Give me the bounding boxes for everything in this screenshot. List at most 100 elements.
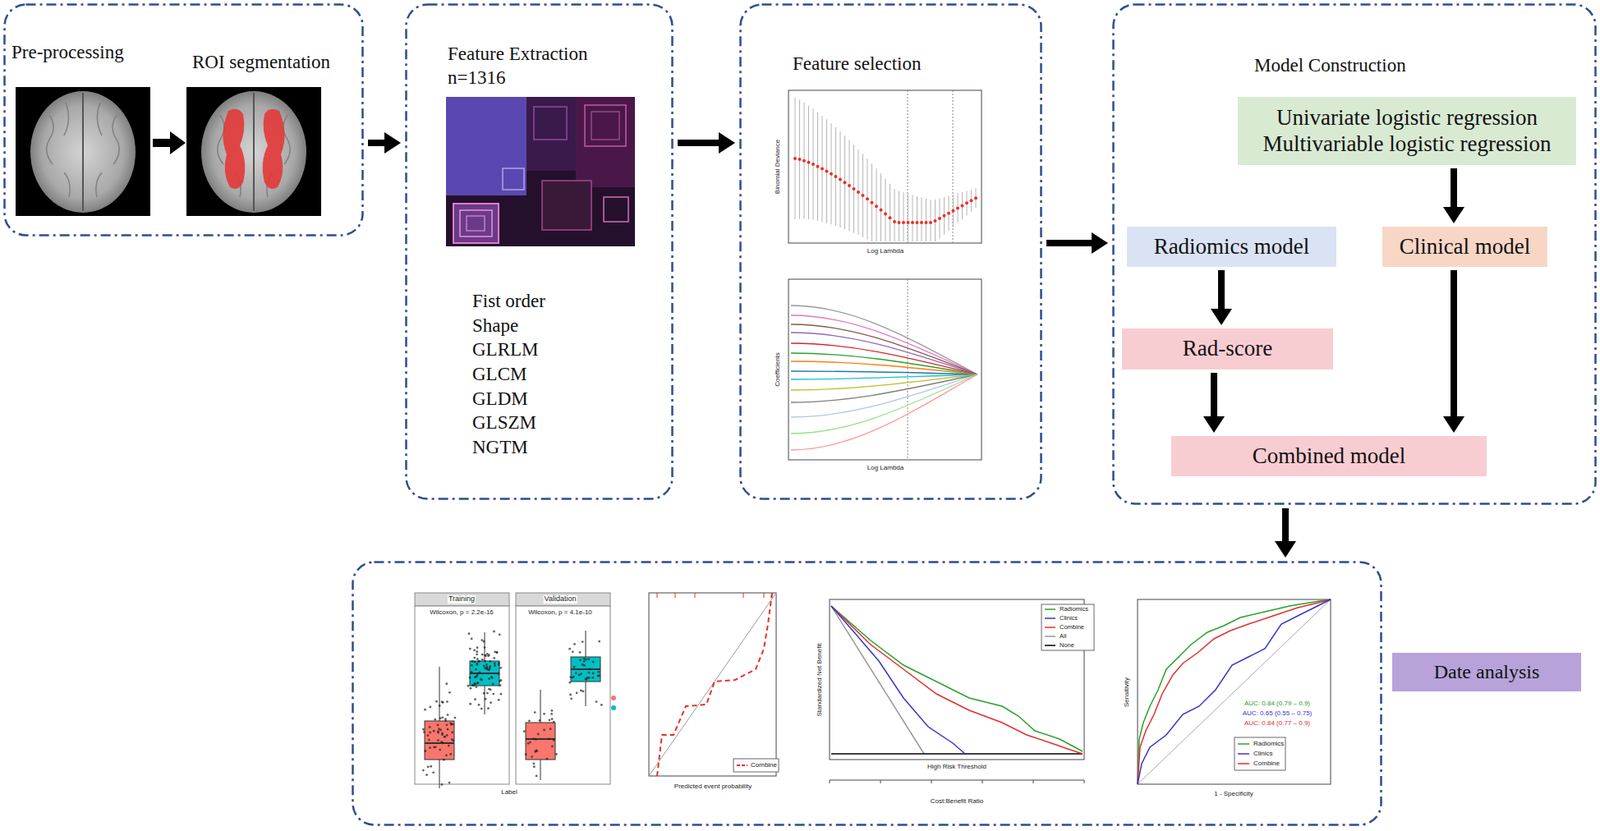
jitter-point — [468, 648, 472, 651]
calibration-plot-part — [657, 593, 773, 598]
jitter-point — [473, 657, 476, 660]
jitter-point — [436, 731, 440, 735]
jitter-point — [423, 708, 427, 712]
arrow-head — [1274, 541, 1297, 558]
lasso-coefficient-plot-part — [907, 279, 909, 460]
axis-title: Cost:Benefit Ratio — [929, 798, 984, 806]
box-label: Clinical model — [1399, 234, 1532, 260]
dashed-frame — [3, 3, 364, 237]
deviance-point — [861, 193, 865, 198]
legend-label: Combine — [1058, 624, 1086, 631]
jitter-point — [436, 739, 440, 742]
error-bar — [885, 178, 887, 242]
brain-scan-part — [82, 92, 84, 212]
box-label: Multivariable logistic regression — [1263, 131, 1552, 157]
deviance-point — [865, 197, 869, 201]
brain-scan-part — [46, 102, 120, 198]
deviance-point — [798, 157, 802, 161]
error-bar — [894, 188, 896, 242]
panel-text: ROI segmentation — [192, 50, 331, 75]
box-label: Radiomics model — [1154, 234, 1311, 260]
box-plot-part — [611, 705, 617, 711]
jitter-point — [475, 652, 479, 656]
panel-frame: Pre-processingROI segmentation — [3, 3, 364, 237]
calibration-plot — [648, 593, 779, 777]
jitter-point — [488, 666, 492, 670]
chart-text: AUC: 0.65 (0.55 – 0.75) — [1241, 710, 1314, 718]
jitter-point — [468, 703, 472, 706]
roc-plot-part — [1237, 763, 1250, 765]
jitter-point — [551, 717, 554, 721]
coefficient-path — [790, 353, 978, 375]
box-plot — [414, 593, 617, 789]
decision-curve-plot-part — [1041, 604, 1095, 651]
legend-label: None — [1058, 642, 1076, 649]
dashed-frame-line — [406, 4, 673, 500]
legend-label: Combine — [749, 762, 778, 770]
feature-map-part — [453, 203, 499, 244]
jitter-point — [487, 707, 490, 710]
flow-arrow — [1046, 232, 1109, 254]
jitter-point — [473, 661, 477, 664]
jitter-point — [451, 723, 455, 727]
deviance-point — [892, 220, 897, 224]
jitter-point — [492, 657, 496, 660]
jitter-point — [448, 781, 451, 785]
feature-map-part — [526, 96, 576, 171]
axis-title: Log Lambda — [866, 464, 905, 473]
jitter-point — [486, 692, 489, 695]
error-bar — [889, 183, 891, 242]
feature-map-part — [445, 96, 635, 247]
lasso-deviance-plot — [788, 90, 982, 244]
jitter-point — [570, 697, 573, 700]
jitter-point — [597, 674, 601, 677]
jitter-point — [447, 744, 451, 748]
jitter-point — [467, 685, 470, 688]
arrow-head — [384, 132, 401, 154]
jitter-point — [445, 734, 449, 737]
jitter-point — [483, 666, 487, 670]
jitter-point — [477, 681, 480, 685]
jitter-point — [443, 735, 446, 739]
coefficient-path — [790, 374, 978, 451]
jitter-point — [527, 742, 530, 745]
flow-arrow — [1210, 270, 1233, 326]
arrow-head — [1210, 308, 1233, 326]
axis-title: Log Lambda — [866, 248, 905, 256]
deviance-point — [883, 211, 888, 216]
process-box: Radiomics model — [1126, 226, 1337, 267]
jitter-point — [432, 730, 436, 733]
process-box: Combined model — [1171, 436, 1487, 477]
jitter-point — [438, 704, 442, 708]
legend-label: Clinics — [1252, 750, 1274, 759]
jitter-point — [551, 745, 554, 749]
jitter-point — [445, 682, 448, 686]
jitter-point — [445, 700, 449, 704]
deviance-point — [937, 216, 942, 221]
jitter-point — [481, 658, 484, 662]
jitter-point — [478, 660, 481, 663]
decision-curve-plot-part — [831, 606, 966, 755]
jitter-point — [475, 650, 479, 653]
jitter-point — [579, 651, 582, 654]
deviance-point — [924, 220, 929, 225]
jitter-point — [491, 683, 495, 686]
legend-label: Combine — [1252, 760, 1281, 768]
deviance-point — [843, 180, 847, 184]
deviance-point — [811, 162, 815, 166]
panel-text: GLRLM — [472, 338, 539, 363]
jitter-point — [472, 684, 475, 687]
jitter-point — [579, 689, 583, 693]
jitter-point — [438, 749, 442, 752]
chart-text: Validation — [543, 595, 578, 604]
deviance-point — [965, 201, 969, 205]
panel-text: NGTM — [472, 436, 529, 460]
jitter-point — [552, 721, 556, 724]
roc-plot-part — [1234, 737, 1286, 771]
arrow-head — [1203, 416, 1225, 433]
jitter-point — [496, 651, 499, 654]
box-label: Univariate logistic regression — [1276, 105, 1538, 131]
axis-title: Standardized Net Benefit — [816, 643, 824, 718]
jitter-point — [482, 640, 486, 644]
box-plot-part — [515, 606, 611, 785]
